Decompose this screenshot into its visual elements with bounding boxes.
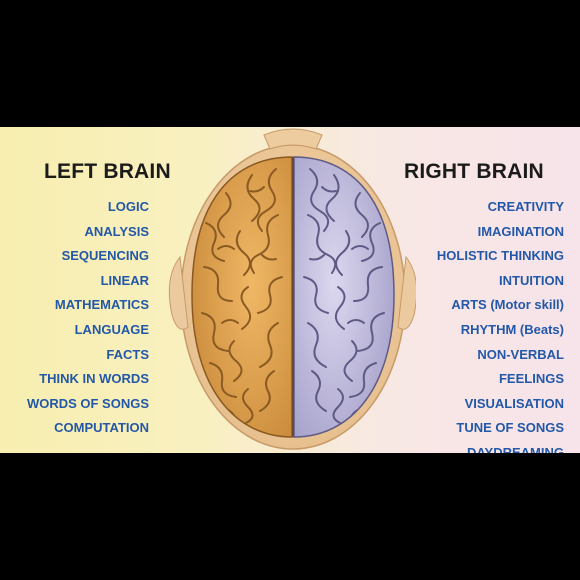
- right-item: IMAGINATION: [477, 223, 564, 239]
- left-item: LINEAR: [100, 272, 149, 288]
- left-item: WORDS OF SONGS: [26, 395, 149, 411]
- right-item: VISUALISATION: [464, 395, 564, 411]
- left-hemisphere: [191, 156, 293, 438]
- left-item: COMPUTATION: [54, 420, 149, 436]
- right-item: HOLISTIC THINKING: [436, 248, 564, 264]
- left-item: THINK IN WORDS: [39, 371, 149, 387]
- brain-illustration: [168, 128, 416, 450]
- left-item: LANGUAGE: [74, 321, 149, 337]
- left-item: MATHEMATICS: [54, 297, 149, 313]
- left-item: FACTS: [106, 346, 149, 362]
- right-item: INTUITION: [499, 272, 564, 288]
- right-item: ARTS (Motor skill): [451, 297, 564, 313]
- left-item: SEQUENCING: [61, 248, 149, 264]
- left-brain-title: LEFT BRAIN: [44, 160, 171, 183]
- right-brain-title: RIGHT BRAIN: [404, 160, 544, 183]
- diagram-panel: LEFT BRAIN RIGHT BRAIN LOGIC ANALYSIS SE…: [0, 127, 580, 453]
- right-hemisphere: [293, 156, 395, 438]
- right-item: CREATIVITY: [487, 199, 564, 214]
- right-item: DAYDREAMING: [466, 444, 564, 453]
- right-item: FEELINGS: [498, 371, 564, 387]
- left-item: ANALYSIS: [84, 223, 149, 239]
- right-item: TUNE OF SONGS: [456, 420, 564, 436]
- left-brain-list: LOGIC ANALYSIS SEQUENCING LINEAR MATHEMA…: [27, 195, 149, 441]
- right-brain-list: CREATIVITY IMAGINATION HOLISTIC THINKING…: [409, 195, 564, 453]
- right-item: NON-VERBAL: [477, 346, 564, 362]
- right-item: RHYTHM (Beats): [460, 321, 564, 337]
- left-item: LOGIC: [107, 199, 149, 214]
